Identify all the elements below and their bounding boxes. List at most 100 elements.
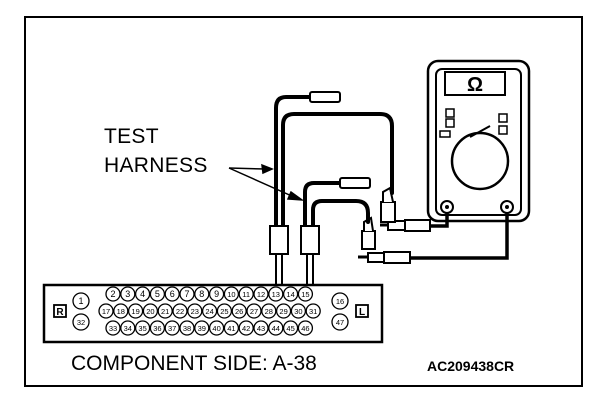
connector-pin-16: 16 [331, 292, 349, 310]
svg-text:35: 35 [138, 324, 146, 333]
figure-frame [24, 16, 583, 387]
svg-text:34: 34 [124, 324, 132, 333]
selector-dial [450, 131, 510, 191]
svg-text:39: 39 [198, 324, 206, 333]
svg-text:22: 22 [176, 307, 184, 316]
connector-pin-2: 2 [105, 286, 121, 302]
connector-pin-17: 17 [98, 303, 114, 319]
svg-text:6: 6 [170, 289, 175, 299]
svg-text:1: 1 [78, 296, 83, 306]
test-harness-wires [274, 95, 394, 227]
connector-tag-right: L [359, 307, 365, 318]
ohmmeter-icon: Ω [426, 59, 531, 223]
connector-pin-21: 21 [157, 303, 173, 319]
svg-text:13: 13 [272, 290, 280, 299]
connector-pin-39: 39 [194, 320, 210, 336]
connector-pin-5: 5 [149, 286, 166, 302]
svg-text:38: 38 [183, 324, 191, 333]
connector-pin-23: 23 [187, 303, 203, 319]
connector-pin-13: 13 [268, 286, 284, 302]
svg-text:15: 15 [301, 290, 309, 299]
connector-pin-42: 42 [238, 320, 254, 336]
connector-pin-44: 44 [268, 320, 284, 336]
svg-text:25: 25 [220, 307, 228, 316]
connector-pin-38: 38 [179, 320, 195, 336]
connector-pin-37: 37 [164, 320, 180, 336]
meter-display [444, 71, 506, 96]
test-harness-label-line1: TEST [104, 125, 159, 148]
connector-pin-19: 19 [127, 303, 144, 319]
connector-pin-3: 3 [120, 286, 136, 302]
connector-pin-8: 8 [194, 286, 210, 302]
connector-pin-7: 7 [179, 286, 195, 302]
connector-pin-10: 10 [223, 286, 240, 302]
test-harness-label-line2: HARNESS [104, 154, 208, 177]
figure-code: AC209438CR [427, 358, 515, 374]
svg-text:40: 40 [212, 324, 220, 333]
harness-terminal-probes [269, 225, 320, 285]
leader-arrows [228, 163, 305, 201]
connector-pin-30: 30 [290, 303, 307, 319]
connector-pin-20: 20 [142, 303, 159, 319]
connector-pin-45: 45 [282, 320, 299, 336]
connector-pin-27: 27 [246, 303, 262, 319]
svg-text:18: 18 [117, 307, 125, 316]
svg-text:47: 47 [336, 318, 344, 327]
connector-pin-34: 34 [120, 320, 136, 336]
connector-pin-24: 24 [201, 303, 218, 319]
svg-text:37: 37 [168, 324, 176, 333]
connector-pin-1: 1 [72, 292, 90, 310]
svg-text:20: 20 [146, 307, 154, 316]
harness-plugs [309, 91, 371, 189]
svg-text:24: 24 [205, 307, 213, 316]
svg-text:12: 12 [257, 290, 265, 299]
svg-text:46: 46 [301, 324, 309, 333]
component-side-caption: COMPONENT SIDE: A-38 [71, 352, 317, 375]
connector-pin-4: 4 [134, 286, 151, 302]
svg-text:23: 23 [191, 307, 199, 316]
connector-pin-41: 41 [223, 320, 240, 336]
svg-text:41: 41 [227, 324, 235, 333]
svg-text:33: 33 [109, 324, 117, 333]
probe-icon [358, 219, 431, 264]
svg-text:30: 30 [294, 307, 302, 316]
svg-text:21: 21 [161, 307, 169, 316]
svg-text:26: 26 [235, 307, 243, 316]
svg-text:17: 17 [102, 307, 110, 316]
svg-text:44: 44 [272, 324, 280, 333]
connector-pin-22: 22 [172, 303, 188, 319]
svg-text:7: 7 [184, 289, 189, 299]
svg-text:31: 31 [309, 307, 317, 316]
svg-text:32: 32 [77, 318, 85, 327]
svg-text:27: 27 [250, 307, 258, 316]
connector-pin-47: 47 [331, 313, 349, 331]
svg-text:5: 5 [155, 289, 160, 299]
connector-pin-35: 35 [134, 320, 151, 336]
connector-pin-18: 18 [113, 303, 129, 319]
svg-text:16: 16 [336, 297, 344, 306]
ohm-symbol: Ω [467, 74, 483, 96]
svg-text:2: 2 [110, 289, 115, 299]
connector-pin-28: 28 [261, 303, 277, 319]
connector-pin-36: 36 [149, 320, 166, 336]
svg-text:11: 11 [242, 290, 250, 299]
connector-pin-14: 14 [282, 286, 299, 302]
connector-pin-25: 25 [216, 303, 233, 319]
svg-text:42: 42 [242, 324, 250, 333]
svg-text:19: 19 [131, 307, 139, 316]
svg-text:36: 36 [153, 324, 161, 333]
connector-pin-29: 29 [275, 303, 292, 319]
connector-pin-26: 26 [231, 303, 247, 319]
svg-text:10: 10 [227, 290, 235, 299]
connector-pin-33: 33 [105, 320, 121, 336]
svg-text:29: 29 [279, 307, 287, 316]
connector-pin-15: 15 [297, 286, 314, 302]
connector-pin-6: 6 [164, 286, 180, 302]
connector-pin-9: 9 [208, 286, 225, 302]
connector-pin-40: 40 [208, 320, 225, 336]
svg-text:3: 3 [125, 289, 130, 299]
connector-pin-31: 31 [305, 303, 321, 319]
